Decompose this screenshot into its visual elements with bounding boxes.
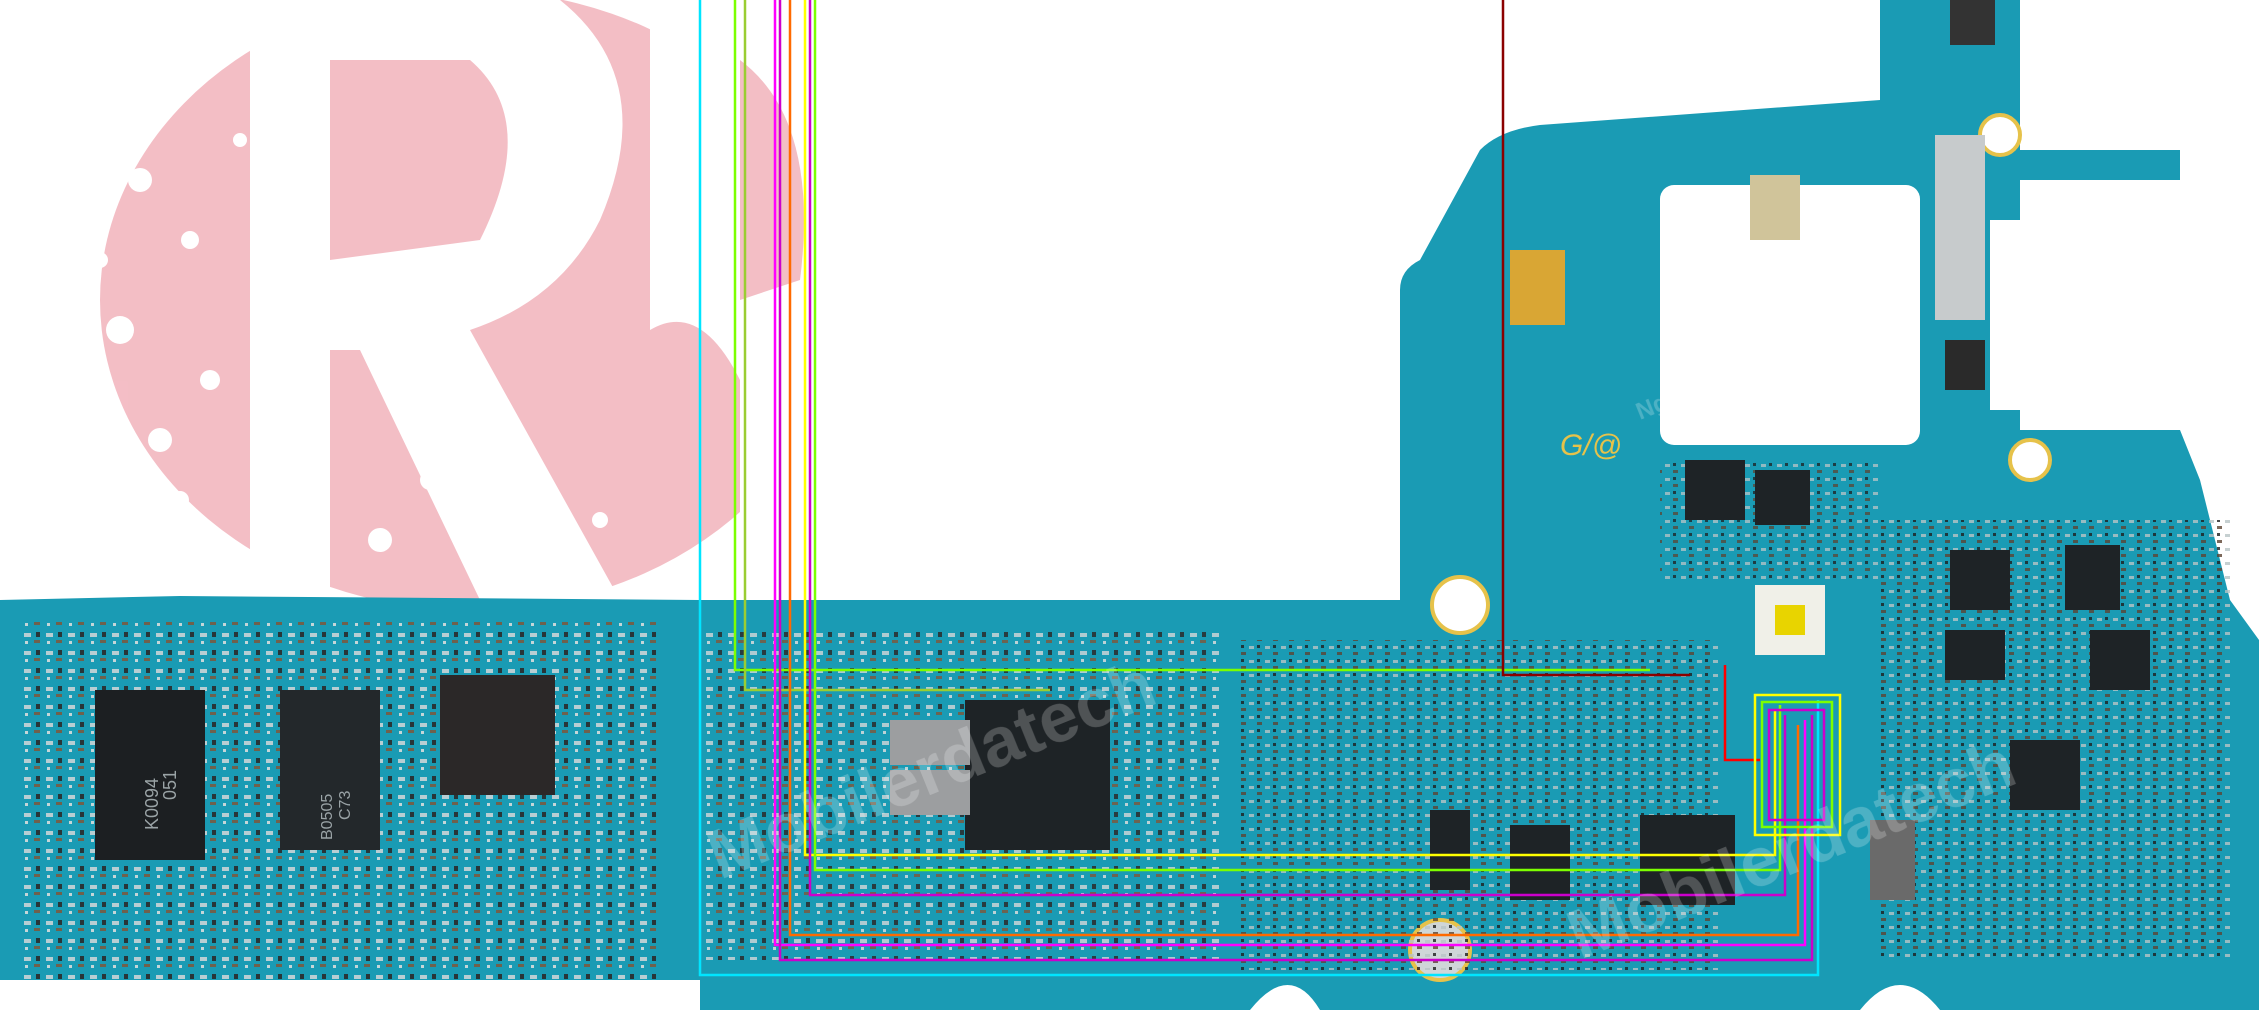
watermark-logo: [92, 0, 874, 610]
svg-text:051: 051: [160, 770, 180, 800]
qr-code: [1510, 250, 1565, 325]
chip-mid: C73 B0505: [280, 690, 380, 850]
board-cutout: [1660, 185, 1920, 445]
board-cutout-right: [1990, 220, 2180, 410]
svg-text:C73: C73: [337, 791, 354, 820]
chip-dark: [440, 675, 555, 795]
chip-cpu: [965, 700, 1110, 850]
svg-text:B0505: B0505: [319, 794, 336, 840]
svg-text:K0094: K0094: [142, 778, 162, 830]
schematic-traces: [698, 0, 1842, 977]
silk-logo: G/@: [1560, 429, 1622, 462]
chip-left: 051 K0094: [95, 690, 205, 860]
